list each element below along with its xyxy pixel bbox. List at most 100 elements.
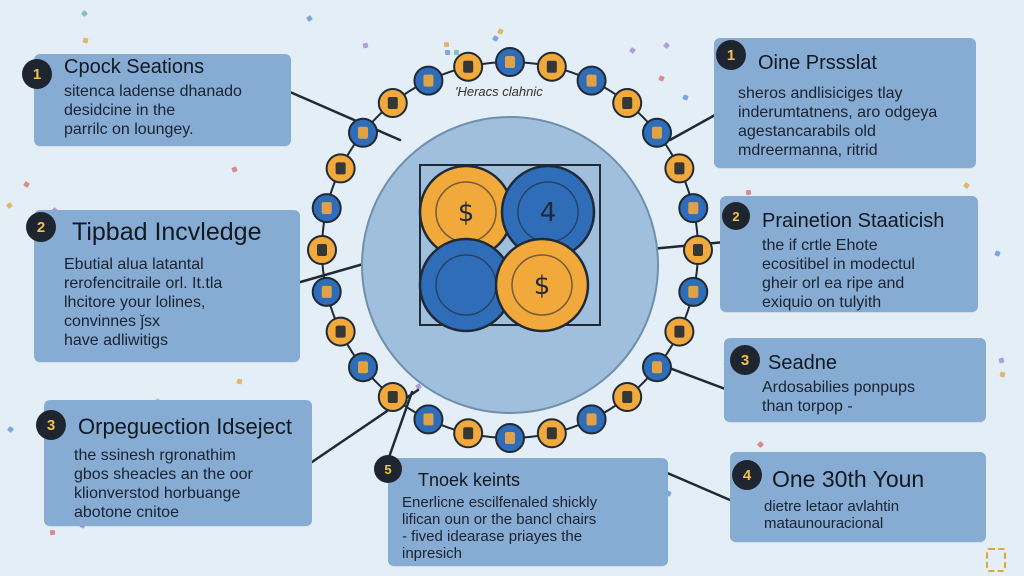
left-box-3-title: Orpeguection Idseject	[78, 414, 293, 439]
right-box-1-line: agestancarabils old	[738, 123, 876, 140]
dollar-icon	[377, 381, 408, 412]
right-box-3-line: than torpop -	[762, 398, 853, 415]
right-box-2-line: the if crtle Ehote	[762, 237, 878, 254]
corner-ornament-icon	[986, 548, 1006, 572]
coin-symbol: 4	[540, 198, 557, 228]
coin-icon	[678, 193, 709, 224]
left-box-3-line: gbos sheacles an the oor	[74, 466, 253, 483]
bottom-box-title: Tnoek keints	[418, 470, 521, 490]
right-box-4-body: dietre letaor avlahtin mataunouracional	[764, 498, 899, 532]
left-box-2	[34, 210, 300, 362]
coin-ring	[307, 47, 713, 453]
left-box-2-line: convinnes ǰsx	[64, 313, 161, 330]
pawn-icon	[536, 418, 567, 449]
left-box-2-line: lhcitore your lolines,	[64, 294, 206, 311]
coin-icon	[664, 316, 695, 347]
left-box-1	[34, 54, 291, 146]
right-box-4-badge: 4	[732, 460, 762, 490]
right-box-2-title: Prainetion Staaticish	[762, 210, 945, 232]
left-box-2-badge: 2	[26, 212, 56, 242]
pawn-icon	[641, 117, 672, 148]
center-label: 'Heracs clahnic	[455, 84, 543, 99]
pawn-icon	[641, 352, 672, 383]
right-box-2-line: ecositibel in modectul	[762, 256, 915, 273]
bottom-box-line: inpresich	[402, 545, 463, 562]
right-box-1	[714, 38, 976, 168]
coin-icon	[576, 404, 607, 435]
coin-frame	[419, 164, 601, 326]
bottom-box-body: Enerlicne escilfenaled shickly lifican o…	[402, 494, 597, 562]
left-box-2-line: Ebutial alua latantal	[64, 256, 204, 273]
left-box-1-badge: 1	[22, 59, 52, 89]
pawn-icon	[413, 404, 444, 435]
dollar-icon	[413, 65, 444, 96]
left-box-3-badge: 3	[36, 410, 66, 440]
left-box-1-line: desidcine in the	[64, 102, 176, 119]
right-box-4-title: One 30th Youn	[772, 466, 925, 492]
right-box-1-line: sheros andlisiciges tlay	[738, 85, 903, 102]
bottom-box-line: - fived idearase priayes the	[402, 528, 583, 545]
left-box-1-body: sitenca ladense dhanado desidcine in the…	[64, 82, 242, 139]
connector-line	[668, 113, 717, 142]
pawn-icon	[536, 51, 567, 82]
right-box-1-title: Oine Prssslat	[758, 52, 877, 74]
right-box-2-badge: 2	[722, 202, 750, 230]
coin-icon	[495, 47, 525, 77]
left-box-2-line: rerofencitraile orl. It.tla	[64, 275, 223, 292]
dollar-icon	[678, 276, 709, 307]
connector-line	[663, 470, 732, 502]
bottom-box-line: lifican oun or the bancl chairs	[402, 511, 597, 528]
left-box-2-body: Ebutial alua latantal rerofencitraile or…	[64, 255, 222, 350]
left-box-3-line: the ssinesh rgronathim	[74, 447, 236, 464]
right-box-1-body: sheros andlisiciges tlay inderumtatnens,…	[738, 84, 937, 160]
dollar-icon	[664, 153, 695, 184]
right-box-2-line: gheir orl ea ripe and	[762, 275, 905, 292]
right-box-1-line: mdreermanna, ritrid	[738, 142, 878, 159]
connector-line	[288, 90, 402, 142]
bottom-box-line: Enerlicne escilfenaled shickly	[402, 494, 598, 511]
coin-icon: $	[494, 237, 590, 333]
right-box-2-line: exiquio on tulyith	[762, 294, 882, 311]
pawn-icon	[377, 88, 408, 119]
left-box-3	[44, 400, 312, 526]
left-box-3-line: klionverstod horbuange	[74, 485, 241, 502]
right-box-4-line: mataunouracional	[764, 515, 884, 532]
bottom-box	[388, 458, 668, 566]
coin-icon	[612, 88, 643, 119]
dollar-icon	[576, 65, 607, 96]
right-box-3-line: Ardosabilies ponpups	[762, 379, 915, 396]
dollar-icon	[311, 276, 342, 307]
left-box-1-line: sitenca ladense dhanado	[64, 83, 242, 100]
coin-symbol: $	[534, 271, 551, 301]
right-box-1-badge: 1	[716, 40, 746, 70]
left-box-1-line: parrilc on loungey.	[64, 121, 194, 138]
right-box-3-title: Seadne	[768, 352, 837, 374]
right-box-2	[720, 196, 978, 312]
left-box-1-title: Cpock Seations	[64, 56, 205, 78]
left-box-3-body: the ssinesh rgronathim gbos sheacles an …	[74, 446, 253, 522]
right-box-4-line: dietre letaor avlahtin	[764, 498, 900, 515]
dollar-icon	[325, 153, 356, 184]
coin-icon	[348, 117, 379, 148]
dollar-icon	[612, 381, 643, 412]
left-box-2-title: Tipbad Incvledge	[72, 218, 262, 246]
left-box-3-line: abotone cnitoe	[74, 504, 179, 521]
coin-icon	[453, 51, 484, 82]
pawn-icon	[311, 193, 342, 224]
right-box-4	[730, 452, 986, 542]
pawn-icon	[325, 316, 356, 347]
coin-symbol: $	[458, 198, 475, 228]
bottom-box-badge: 5	[374, 455, 402, 483]
coin-icon	[453, 418, 484, 449]
dollar-icon	[495, 423, 525, 453]
right-box-1-line: inderumtatnens, aro odgeya	[738, 104, 938, 121]
connector-line	[386, 390, 414, 462]
coin-icon	[307, 235, 337, 265]
right-box-3	[724, 338, 986, 422]
pawn-icon	[683, 235, 713, 265]
center-coins: $4 $	[418, 164, 601, 333]
right-box-3-body: Ardosabilies ponpups than torpop -	[762, 378, 915, 416]
right-box-3-badge: 3	[730, 345, 760, 375]
right-box-2-body: the if crtle Ehote ecositibel in modectu…	[762, 236, 915, 312]
